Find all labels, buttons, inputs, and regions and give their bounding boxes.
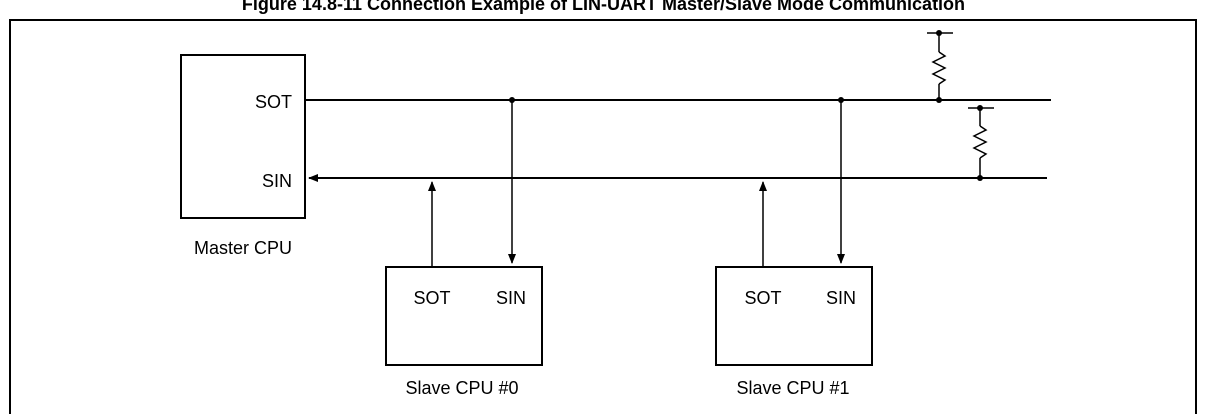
sin-pullup-resistor: [968, 105, 994, 181]
sot-pullup-resistor: [927, 30, 953, 103]
master-cpu-label: Master CPU: [194, 238, 292, 258]
master-cpu-box: [180, 54, 306, 219]
slave-0-sot-label: SOT: [413, 288, 450, 308]
master-sin-label: SIN: [262, 171, 292, 191]
slave-cpu-1-label: Slave CPU #1: [736, 378, 849, 398]
figure-title: Figure 14.8-11 Connection Example of LIN…: [241, 0, 966, 14]
slave-0-sin-label: SIN: [496, 288, 526, 308]
slave-cpu-0-label: Slave CPU #0: [405, 378, 518, 398]
slave-cpu-1-box: [715, 266, 873, 366]
slave-1-sot-label: SOT: [744, 288, 781, 308]
figure-frame: [9, 19, 1197, 414]
slave-1-sin-label: SIN: [826, 288, 856, 308]
slave-cpu-0-box: [385, 266, 543, 366]
master-sot-label: SOT: [255, 92, 292, 112]
